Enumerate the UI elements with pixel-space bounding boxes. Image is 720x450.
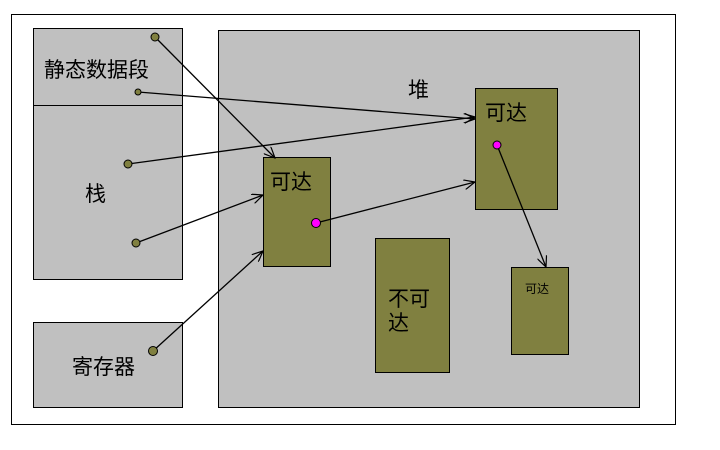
- register-label: 寄存器: [72, 355, 135, 379]
- reachable-object-a: [263, 157, 331, 267]
- reachable-object-c: [511, 267, 569, 355]
- pointer-dot-register: [148, 346, 158, 356]
- arrow-stack-top-to-object-b: [127, 117, 475, 165]
- arrow-static-to-object-a: [154, 36, 275, 158]
- arrow-object-b-to-object-c: [496, 144, 546, 267]
- unreachable-object-label-line1: 不可: [388, 287, 430, 311]
- arrow-stack-bottom-to-object-a: [135, 195, 263, 244]
- arrow-register-to-object-a: [152, 251, 263, 352]
- static-data-label: 静态数据段: [44, 58, 149, 82]
- pointer-dot-object-b: [492, 140, 502, 150]
- pointer-dot-static-1: [150, 32, 160, 42]
- pointer-dot-stack-1: [123, 159, 133, 169]
- arrow-static-to-object-b: [137, 91, 475, 119]
- stack-label: 栈: [85, 182, 106, 206]
- unreachable-object-label-line2: 达: [388, 311, 409, 335]
- static-stack-divider: [33, 105, 183, 106]
- static-and-stack-region: [33, 28, 183, 280]
- unreachable-object: [375, 238, 450, 373]
- reachable-object-b-label: 可达: [485, 101, 527, 125]
- register-region: [33, 322, 183, 408]
- pointer-dot-object-a: [311, 218, 321, 228]
- arrow-object-a-to-object-b: [315, 182, 475, 224]
- reachable-object-a-label: 可达: [270, 170, 312, 194]
- reachable-object-b: [475, 88, 558, 210]
- reachable-object-c-label: 可达: [525, 282, 550, 296]
- heap-label: 堆: [408, 78, 429, 102]
- pointer-dot-static-2: [134, 88, 142, 96]
- pointer-dot-stack-2: [131, 238, 141, 248]
